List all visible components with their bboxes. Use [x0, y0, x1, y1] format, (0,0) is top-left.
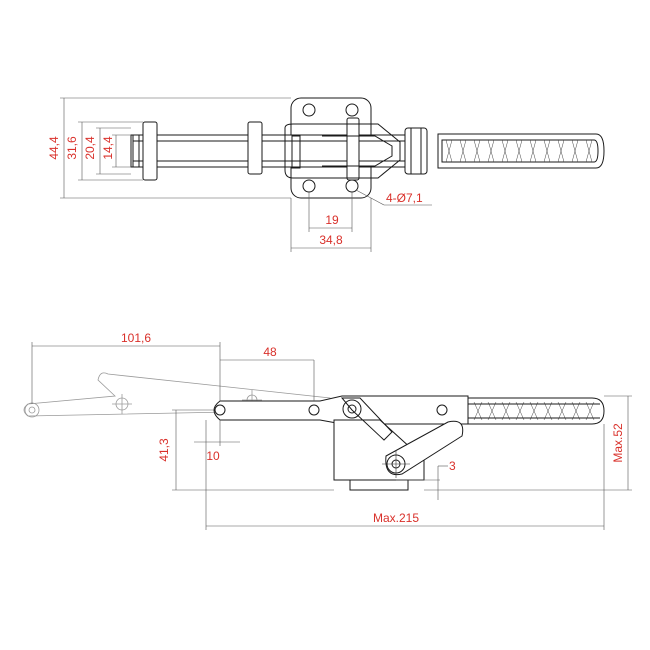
open-position-ghost [23, 372, 331, 418]
dim-20-4: 20,4 [83, 136, 97, 160]
mount-hole [302, 103, 316, 117]
dim-101-6: 101,6 [121, 331, 151, 345]
top-view: 44,4 31,6 20,4 14,4 19 34,8 4-Ø7,1 [47, 97, 605, 252]
dim-max215: Max.215 [373, 511, 419, 525]
handle-side [467, 397, 605, 425]
side-view: 101,6 48 41,3 10 3 Max.52 Max.215 [23, 331, 632, 530]
dim-14-4: 14,4 [101, 136, 115, 160]
dim-3: 3 [449, 459, 456, 473]
dim-48: 48 [263, 345, 277, 359]
clamp-arm [213, 395, 469, 425]
dim-holes: 4-Ø7,1 [386, 191, 423, 205]
dim-19: 19 [325, 213, 339, 227]
mount-hole [302, 179, 316, 193]
dim-41-3: 41,3 [157, 438, 171, 462]
dim-44-4: 44,4 [47, 136, 61, 160]
dim-34-8: 34,8 [319, 233, 343, 247]
link-bar [132, 134, 409, 168]
handle-grip [437, 133, 605, 169]
dim-max52: Max.52 [611, 423, 625, 463]
dim-31-6: 31,6 [65, 136, 79, 160]
mount-hole [345, 103, 359, 117]
dim-10: 10 [206, 449, 220, 463]
